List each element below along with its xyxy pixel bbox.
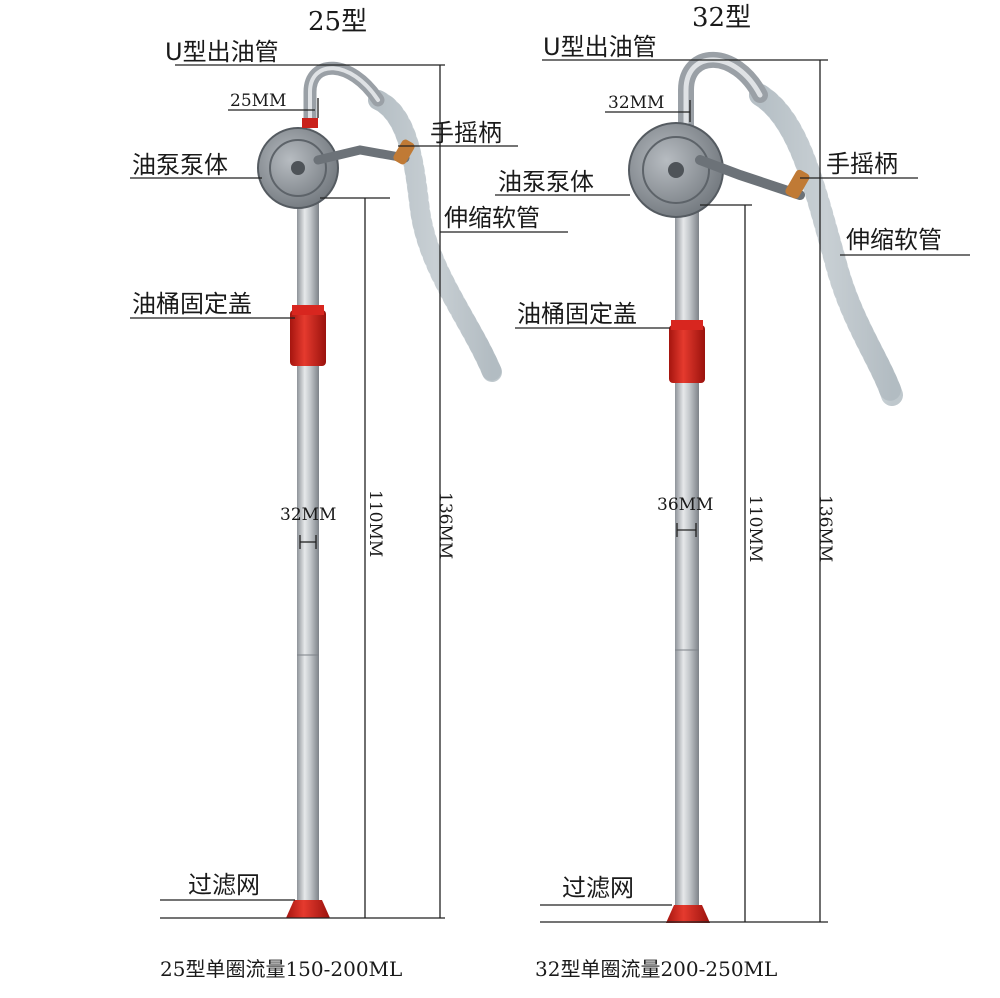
- pump-25-hose-label: 伸缩软管: [444, 204, 540, 232]
- pump-25-title: 25型: [308, 7, 367, 37]
- pump-25-cap-label: 油桶固定盖: [132, 290, 252, 318]
- filter-bottom: [286, 900, 330, 918]
- pump-25-caption: 25型单圈流量150-200ML: [160, 957, 402, 981]
- pump-32-hose-label: 伸缩软管: [846, 226, 942, 254]
- hand-crank: [695, 155, 805, 200]
- crank-grip: [785, 169, 810, 199]
- pump-32: [628, 51, 903, 923]
- pump-32-filter-label: 过滤网: [562, 874, 634, 902]
- hand-crank: [313, 145, 410, 165]
- u-outlet-pipe: [303, 61, 385, 129]
- pump-32-length-total: 136MM: [815, 495, 835, 562]
- pump-32-body-label: 油泵泵体: [498, 168, 594, 196]
- pump-25-body-label: 油泵泵体: [132, 151, 228, 179]
- pump-25-tube-dia: 32MM: [280, 505, 336, 525]
- pump-25-outlet-dia: 25MM: [230, 91, 286, 111]
- pump-32-tube-dia: 36MM: [657, 495, 713, 515]
- pump-25-outlet-label: U型出油管: [165, 38, 279, 66]
- pump-32-title: 32型: [692, 3, 751, 33]
- pump-32-handle-label: 手摇柄: [826, 150, 898, 178]
- u-outlet-pipe: [678, 51, 768, 138]
- pump-25-length-short: 110MM: [365, 490, 385, 557]
- pump-32-outlet-dia: 32MM: [608, 93, 664, 113]
- pump-32-cap-label: 油桶固定盖: [517, 300, 637, 328]
- pump-32-caption: 32型单圈流量200-250ML: [535, 957, 777, 981]
- filter-bottom: [666, 905, 710, 923]
- pump-32-length-short: 110MM: [745, 495, 765, 562]
- pump-32-outlet-label: U型出油管: [543, 33, 657, 61]
- pump-25-filter-label: 过滤网: [188, 871, 260, 899]
- drum-cap: [290, 310, 326, 366]
- main-tube: [297, 195, 319, 905]
- pump-25-handle-label: 手摇柄: [430, 119, 502, 147]
- drum-cap: [669, 325, 705, 383]
- annotation-lines: [130, 59, 970, 923]
- pump-25: [257, 61, 502, 918]
- pump-25-length-total: 136MM: [435, 492, 455, 559]
- main-tube: [675, 200, 699, 910]
